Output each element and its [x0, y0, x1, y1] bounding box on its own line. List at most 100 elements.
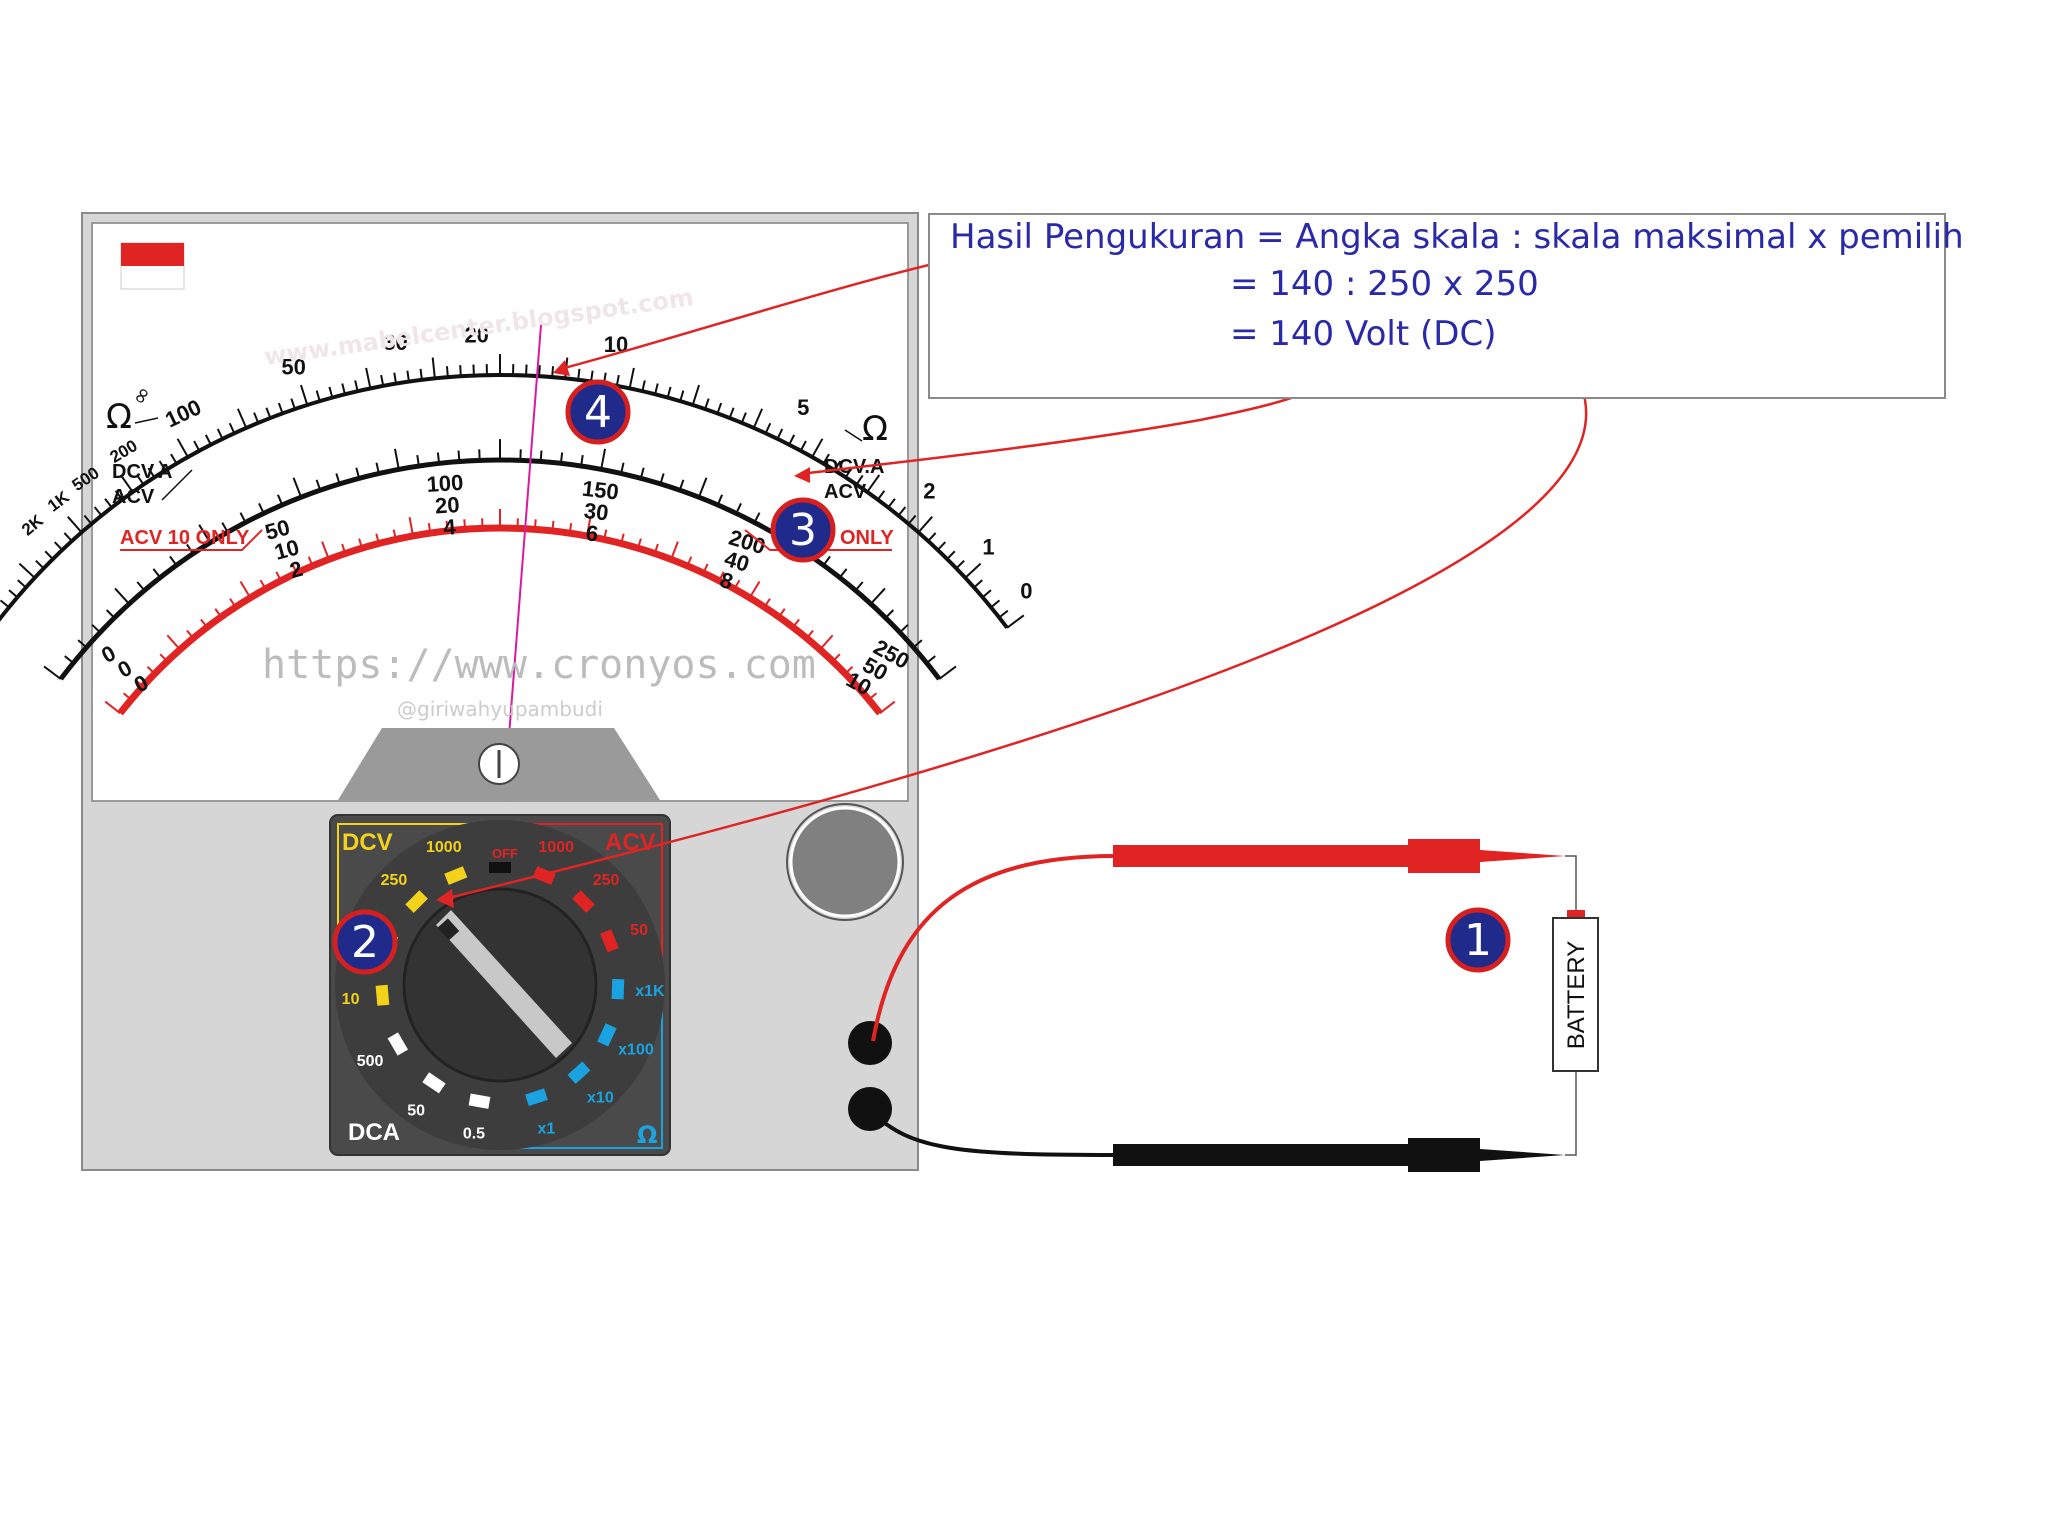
- scale-tick: [654, 383, 659, 395]
- scale-tick: [704, 398, 710, 410]
- scale-tick: [559, 452, 564, 464]
- scale-label: 1K: [44, 487, 73, 516]
- scale-tick: [114, 490, 123, 501]
- arrow-reading-start-head: [553, 360, 570, 376]
- scale-tick: [365, 367, 372, 389]
- scale-tick: [277, 494, 284, 506]
- scale-tick: [228, 422, 236, 434]
- scale-tick: [792, 618, 800, 628]
- scale-tick: [805, 629, 814, 639]
- selector-range-mark[interactable]: [387, 1032, 409, 1056]
- scale-label: 150: [581, 476, 620, 505]
- scale-tick: [752, 408, 764, 429]
- scale-tick: [927, 532, 937, 542]
- positive-jack[interactable]: [848, 1021, 892, 1065]
- scale-tick: [375, 462, 380, 474]
- selector-range-mark[interactable]: [567, 1061, 591, 1084]
- scale-tick: [253, 412, 260, 424]
- scale-tick: [341, 543, 347, 554]
- selector-range-mark[interactable]: [597, 1023, 617, 1047]
- scale-tick: [416, 454, 420, 467]
- scale-tick: [763, 598, 771, 608]
- selector-range-mark[interactable]: [525, 1088, 548, 1107]
- red-probe-body: [1113, 845, 1408, 867]
- selector-range-label: 50: [630, 922, 648, 939]
- scale-tick: [620, 462, 625, 474]
- selector-range-mark[interactable]: [532, 866, 556, 885]
- scale-tick: [146, 666, 156, 675]
- scale-tick: [392, 529, 397, 540]
- ohm-sector-border: [520, 1010, 663, 1149]
- scale-tick: [335, 473, 341, 485]
- formula-box: [928, 213, 1946, 399]
- scale-tick: [290, 398, 296, 410]
- scale-tick: [716, 494, 723, 506]
- selector-knob-indicator: [437, 918, 460, 941]
- scale-tick: [214, 608, 222, 618]
- scale-tick: [265, 407, 272, 419]
- scale-tick: [653, 543, 659, 554]
- dcv-scale-arc: [58, 457, 942, 681]
- scale-tick: [788, 434, 796, 446]
- scale-tick: [229, 598, 237, 608]
- dcva-left-label: DCV.A: [112, 461, 172, 483]
- scale-tick: [221, 522, 229, 533]
- scale-tick: [358, 538, 363, 549]
- scale-tick: [753, 512, 761, 523]
- scale-tick: [917, 515, 933, 534]
- ohm-symbol-left: Ω: [106, 397, 132, 437]
- scale-tick: [18, 562, 36, 579]
- scale-tick: [868, 692, 878, 701]
- selector-range-mark[interactable]: [375, 984, 390, 1006]
- scale-label: 0: [1020, 579, 1032, 604]
- scale-tick: [884, 609, 895, 619]
- scale-tick: [641, 380, 646, 392]
- battery-label: BATTERY: [1563, 941, 1590, 1049]
- selector-range-mark[interactable]: [600, 929, 619, 953]
- scale-tick: [666, 386, 672, 398]
- scale-tick: [735, 502, 742, 514]
- selector-range-mark[interactable]: [468, 1093, 491, 1109]
- scale-tick: [457, 450, 461, 462]
- selector-range-mark[interactable]: [611, 978, 625, 1000]
- selector-range-label: 250: [593, 872, 620, 889]
- selector-range-mark[interactable]: [572, 890, 595, 913]
- scale-tick: [877, 490, 886, 501]
- scale-tick: [897, 506, 907, 517]
- meter-needle: [503, 324, 542, 801]
- scale-tick: [83, 514, 93, 525]
- scale-tick: [844, 467, 853, 478]
- site-watermark: https://www.cronyos.com: [262, 642, 816, 688]
- scale-tick: [981, 589, 992, 599]
- scale-tick: [819, 634, 834, 651]
- ohm-sector-label: Ω: [637, 1121, 657, 1149]
- scale-tick: [63, 532, 73, 542]
- scale-tick: [678, 479, 685, 491]
- scale-tick: [590, 370, 594, 382]
- selector-range-label: 500: [357, 1053, 384, 1070]
- scale-tick: [586, 517, 592, 537]
- zero-ohm-adjust-knob[interactable]: [789, 806, 901, 918]
- scale-tick: [670, 541, 679, 560]
- scale-tick: [104, 700, 121, 715]
- scale-tick: [169, 555, 178, 566]
- acv10-right-underline: [744, 529, 892, 551]
- scale-tick: [315, 479, 322, 491]
- scale-tick: [1006, 614, 1025, 629]
- scale-tick: [427, 523, 432, 534]
- scale-tick: [259, 579, 267, 590]
- scale-label: 50: [281, 355, 305, 380]
- scale-tick: [8, 589, 19, 599]
- selector-range-mark[interactable]: [405, 890, 428, 913]
- selector-range-label: 10: [342, 991, 360, 1008]
- scale-tick: [291, 563, 298, 574]
- selector-range-mark[interactable]: [444, 866, 468, 885]
- step-badge-circle: [565, 379, 631, 445]
- selector-range-mark[interactable]: [422, 1072, 446, 1094]
- scale-tick: [152, 568, 161, 579]
- scale-tick: [393, 448, 400, 470]
- red-probe-grip: [1408, 839, 1480, 873]
- scale-tick: [193, 440, 201, 452]
- step-badge-circle: [770, 497, 836, 563]
- step-badge-circle: [1445, 907, 1511, 973]
